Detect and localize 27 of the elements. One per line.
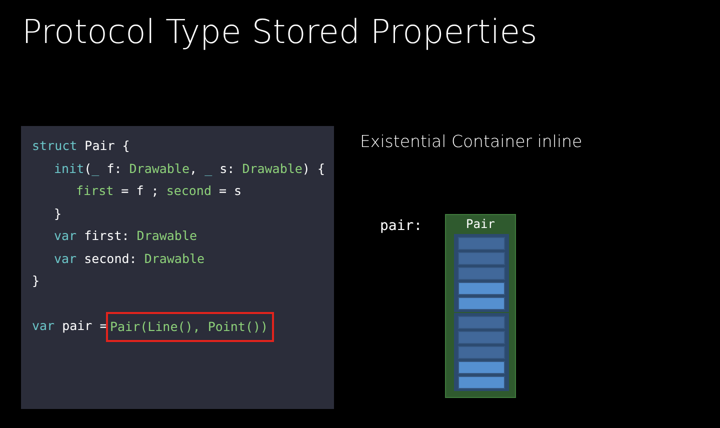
struct-block [445, 214, 516, 398]
highlight-box [106, 312, 274, 342]
code-line: init(_ f: Drawable, _ s: Drawable) { [54, 160, 325, 176]
struct-name: Pair [465, 217, 496, 231]
variable-label: pair: [380, 218, 422, 234]
memory-cell [458, 282, 505, 294]
memory-cell [458, 331, 505, 344]
memory-cell [458, 267, 505, 280]
code-line: var second: Drawable [54, 250, 205, 266]
existential-container [454, 234, 509, 312]
code-line: } [54, 206, 62, 220]
memory-cell [458, 297, 505, 310]
code-line: } [32, 273, 40, 288]
caption-text: Existential Container inline [360, 132, 582, 151]
memory-cell [458, 376, 505, 388]
memory-cell [458, 346, 505, 358]
memory-cell [458, 252, 505, 264]
memory-cell [458, 237, 505, 250]
existential-container [454, 313, 509, 391]
code-line: var first: Drawable [54, 228, 198, 243]
code-panel [21, 126, 334, 409]
memory-cell [458, 361, 505, 374]
code-line: first = f ; second = s [76, 183, 242, 198]
code-line: Pair(Line(), Point()) [110, 319, 268, 334]
memory-cell [458, 316, 505, 328]
code-line: struct Pair { [32, 138, 130, 153]
slide-title: Protocol Type Stored Properties [22, 12, 538, 51]
